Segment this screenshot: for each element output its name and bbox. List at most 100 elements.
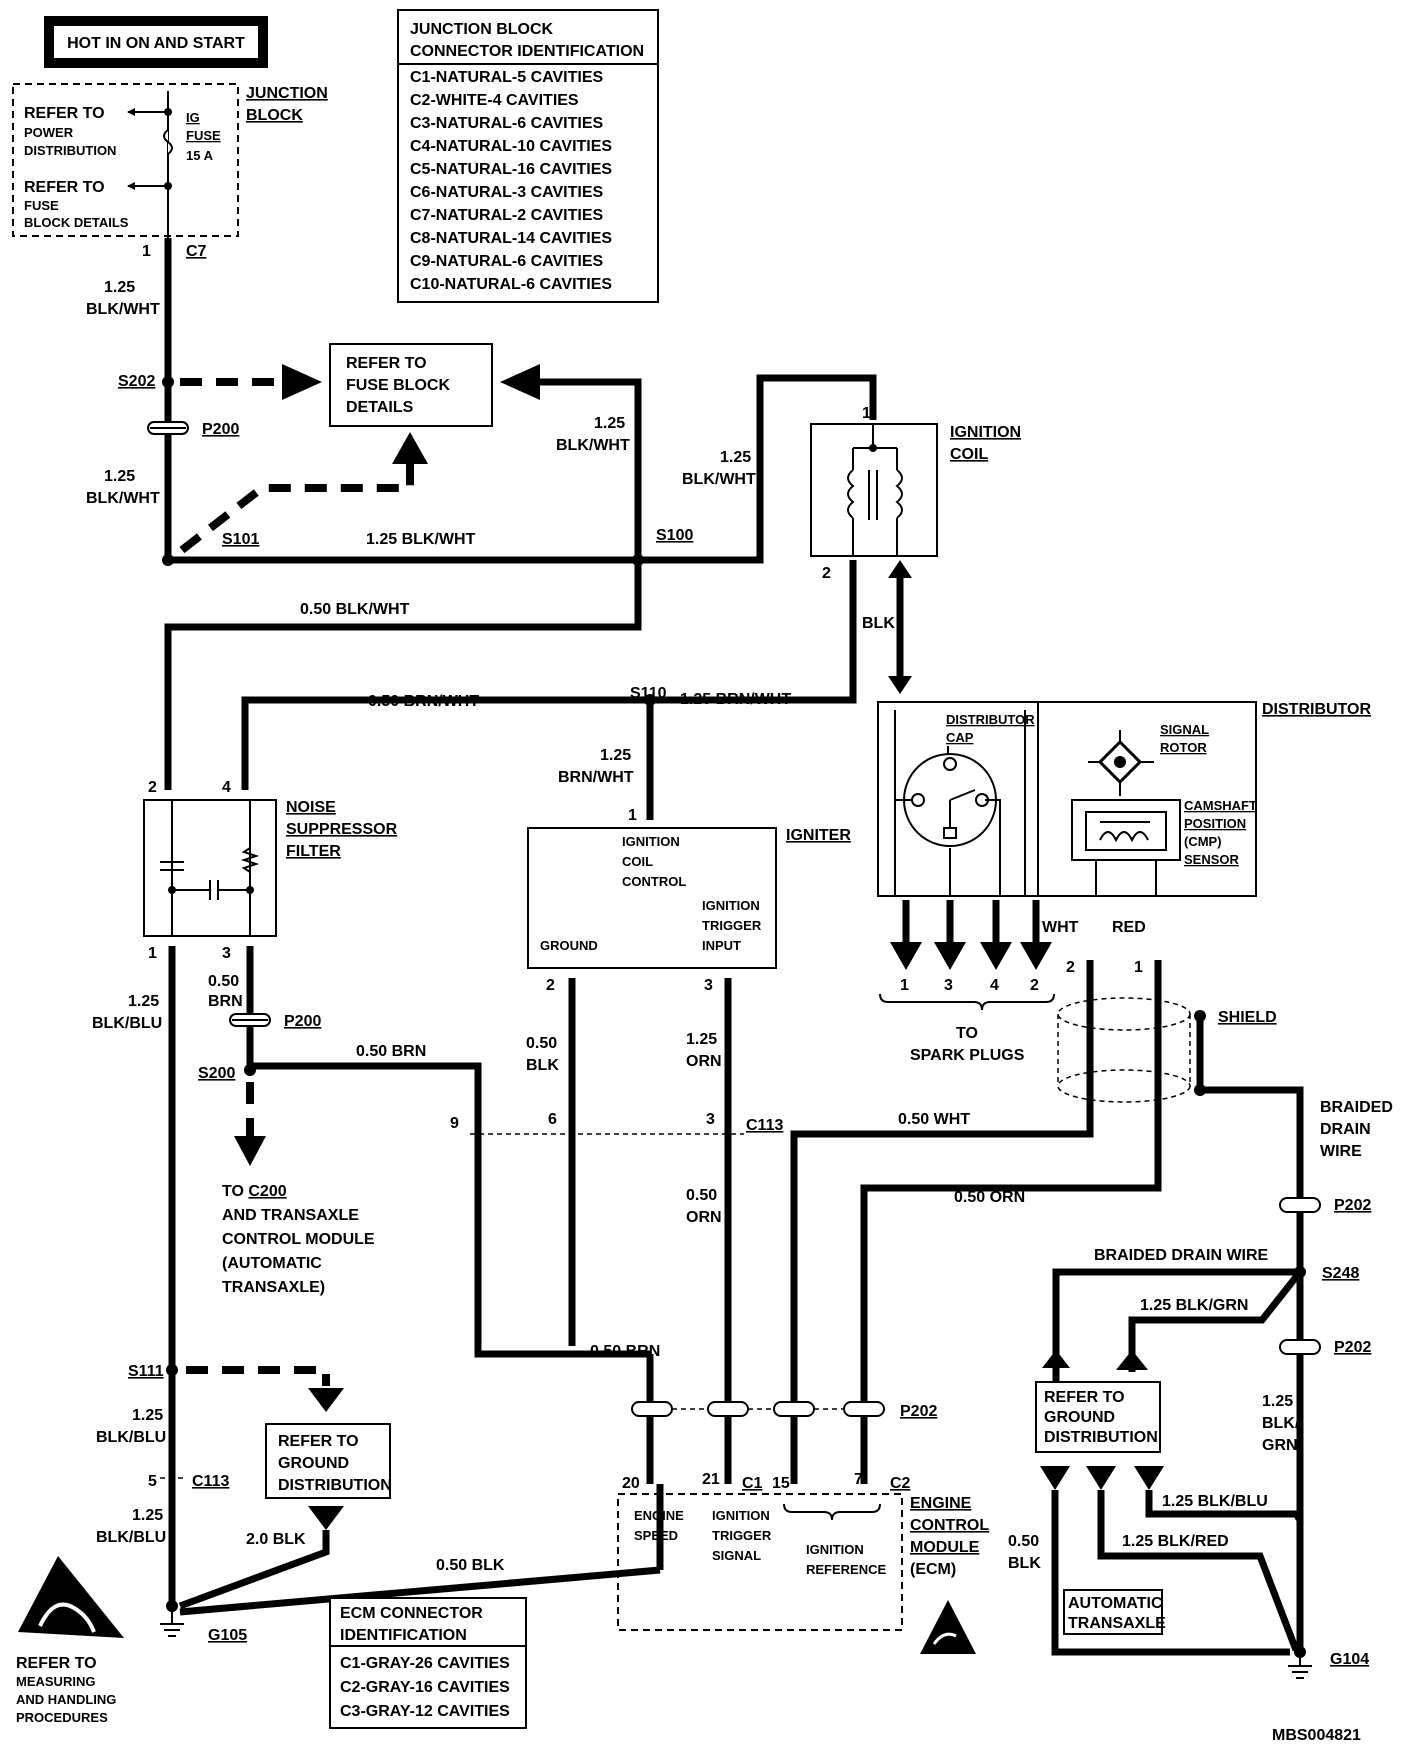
igniter: 1 IGNITER IGNITION COIL CONTROL IGNITION… xyxy=(527,807,851,994)
label-w-blkwht-a: BLK/WHT xyxy=(86,301,160,318)
label-w-050-brnwht: 0.50 BRN/WHT xyxy=(368,693,479,710)
label-w-wht: WHT xyxy=(1042,919,1079,936)
refer-power-text-3: DISTRIBUTION xyxy=(24,143,116,158)
ecm-2: 20 xyxy=(622,1475,640,1492)
ecm-17: MODULE xyxy=(910,1539,980,1556)
label-w-125-f: 1.25 xyxy=(128,993,159,1010)
junction-block-label: JUNCTION xyxy=(246,85,328,102)
ecm-6: 7 xyxy=(854,1471,863,1488)
label-w-blkblu-b: BLK/BLU xyxy=(96,1429,166,1446)
label-w-blkwht-b: BLK/WHT xyxy=(86,490,160,507)
ig-fuse-label: IG xyxy=(186,110,200,125)
label-w-125-blkblu-r: 1.25 BLK/BLU xyxy=(1162,1493,1268,1510)
refer-ground-left-3: GROUND xyxy=(278,1455,349,1472)
splice-s111: S111 xyxy=(128,1363,164,1380)
refer-ground-right-3: GROUND xyxy=(1044,1409,1115,1426)
document-id: MBS004821 xyxy=(1272,1727,1361,1744)
noise-suppressor-filter-6: FILTER xyxy=(286,843,341,860)
label-w-grn: GRN xyxy=(1262,1437,1298,1454)
c113-connector-3: 6 xyxy=(548,1111,557,1128)
noise-suppressor-filter: 2 4 NOISE SUPPRESSOR FILTER 1 3 xyxy=(143,779,398,962)
ecm-3: 21 xyxy=(702,1471,720,1488)
label-w-125-h: 1.25 xyxy=(132,1407,163,1424)
wire-blk-wht-coil xyxy=(638,374,877,564)
label-w-125-blkred: 1.25 BLK/RED xyxy=(1122,1533,1229,1550)
distributor-2: DISTRIBUTOR xyxy=(1262,701,1371,718)
ignition-coil-5: 2 xyxy=(822,565,831,582)
refer-measuring-2: REFER TO xyxy=(16,1655,97,1672)
wire-125-blk-grn xyxy=(1128,1269,1303,1372)
to-c200-note-6: TRANSAXLE) xyxy=(222,1279,325,1296)
label-w-125-e: 1.25 xyxy=(600,747,631,764)
label-w-blk-b: BLK xyxy=(526,1057,559,1074)
igniter-12: 3 xyxy=(704,977,713,994)
ground-g105: G105 xyxy=(160,1600,247,1644)
refer-measuring-3: MEASURING xyxy=(16,1674,95,1689)
label-w-125-b: 1.25 xyxy=(104,468,135,485)
ecm-4: C1 xyxy=(742,1475,763,1492)
spark-plug-arrows-5: 2 xyxy=(1030,977,1039,994)
ecm-11: TRIGGER xyxy=(712,1528,772,1543)
noise-suppressor-filter-2: 2 xyxy=(148,779,157,796)
ground-g105-2: G105 xyxy=(208,1627,247,1644)
c113-connector-2: 9 xyxy=(450,1115,459,1132)
wire-blk-wht-s100 xyxy=(168,378,642,564)
noise-suppressor-filter-5: SUPPRESSOR xyxy=(286,821,398,838)
ecm-15: ENGINE xyxy=(910,1495,972,1512)
label-w-125-d: 1.25 xyxy=(720,449,751,466)
refer-ground-right: REFER TO GROUND DISTRIBUTION xyxy=(1035,1381,1161,1453)
label-w-050-brn-low: 0.50 BRN xyxy=(590,1343,660,1360)
shield: SHIELD xyxy=(1057,997,1304,1206)
jb-table-row-3: C3-NATURAL-6 CAVITIES xyxy=(410,115,604,132)
refer-fuse-block-details-3: FUSE BLOCK xyxy=(346,377,450,394)
refer-fuse-block-details: REFER TO FUSE BLOCK DETAILS xyxy=(329,343,493,427)
igniter-8: TRIGGER xyxy=(702,918,762,933)
ignition-coil-2: 1 xyxy=(862,405,871,422)
wire-braided-drain-h xyxy=(1052,1268,1300,1382)
wire-20-blk xyxy=(178,1530,330,1610)
splice-s248: S248 xyxy=(1322,1265,1359,1282)
distributor-3: DISTRIBUTOR xyxy=(946,712,1035,727)
ground-g104-2: G104 xyxy=(1330,1651,1369,1668)
ecm-18: (ECM) xyxy=(910,1561,956,1578)
refer-measuring: REFER TO MEASURING AND HANDLING PROCEDUR… xyxy=(16,1655,116,1725)
ecm-connector-table-5: C2-GRAY-16 CAVITIES xyxy=(340,1679,510,1696)
wire-050-brn-wht xyxy=(241,696,650,790)
label-p200-b: P200 xyxy=(284,1013,321,1030)
igniter-6: CONTROL xyxy=(622,874,686,889)
label-w-blkwht-d: BLK/WHT xyxy=(682,471,756,488)
label-distributor: 2 xyxy=(1066,959,1075,976)
ecm: 20 21 C1 15 7 C2 ENGINE SPEED IGNITION T… xyxy=(617,1471,989,1631)
label-w-125-j: 1.25 xyxy=(1262,1393,1293,1410)
spark-plug-arrows-6: TO xyxy=(956,1025,978,1042)
refer-measuring-5: PROCEDURES xyxy=(16,1710,108,1725)
label-w-brnwht: BRN/WHT xyxy=(558,769,634,786)
label-w-brn-a: BRN xyxy=(208,993,243,1010)
refer-fuse-block-details-4: DETAILS xyxy=(346,399,414,416)
refer-ground-right-4: DISTRIBUTION xyxy=(1044,1429,1158,1446)
spark-plug-arrows-7: SPARK PLUGS xyxy=(910,1047,1025,1064)
igniter-7: IGNITION xyxy=(702,898,760,913)
spark-plug-arrows-2: 1 xyxy=(900,977,909,994)
ecm-10: IGNITION xyxy=(712,1508,770,1523)
automatic-transaxle-3: TRANSAXLE xyxy=(1068,1615,1166,1632)
wire-050-orn-cmp xyxy=(860,960,1162,1402)
distributor-5: SIGNAL xyxy=(1160,722,1209,737)
splice-s202: S202 xyxy=(118,373,155,390)
ecm-13: IGNITION xyxy=(806,1542,864,1557)
distributor-9: (CMP) xyxy=(1184,834,1222,849)
label-braided: BRAIDED xyxy=(1320,1099,1393,1116)
label-w-orn-b: ORN xyxy=(686,1209,722,1226)
wire-125-blk-blu-right xyxy=(1145,1490,1303,1522)
label-w-125-i: 1.25 xyxy=(132,1507,163,1524)
label-w-050-brn-h: 0.50 BRN xyxy=(356,1043,426,1060)
label-w-blk-slash: BLK/ xyxy=(1262,1415,1300,1432)
ecm-connector-table-2: ECM CONNECTOR xyxy=(340,1605,483,1622)
label-w-125-blkwht-h: 1.25 BLK/WHT xyxy=(366,531,476,548)
p202-connector-right-top-2: P202 xyxy=(1334,1197,1371,1214)
automatic-transaxle: AUTOMATIC TRANSAXLE xyxy=(1063,1589,1166,1635)
label-w-red: RED xyxy=(1112,919,1146,936)
ecm-5: 15 xyxy=(772,1475,790,1492)
wire-050-wht-cmp xyxy=(790,960,1094,1402)
to-c200-note: TO C200 AND TRANSAXLE CONTROL MODULE (AU… xyxy=(222,1183,375,1296)
